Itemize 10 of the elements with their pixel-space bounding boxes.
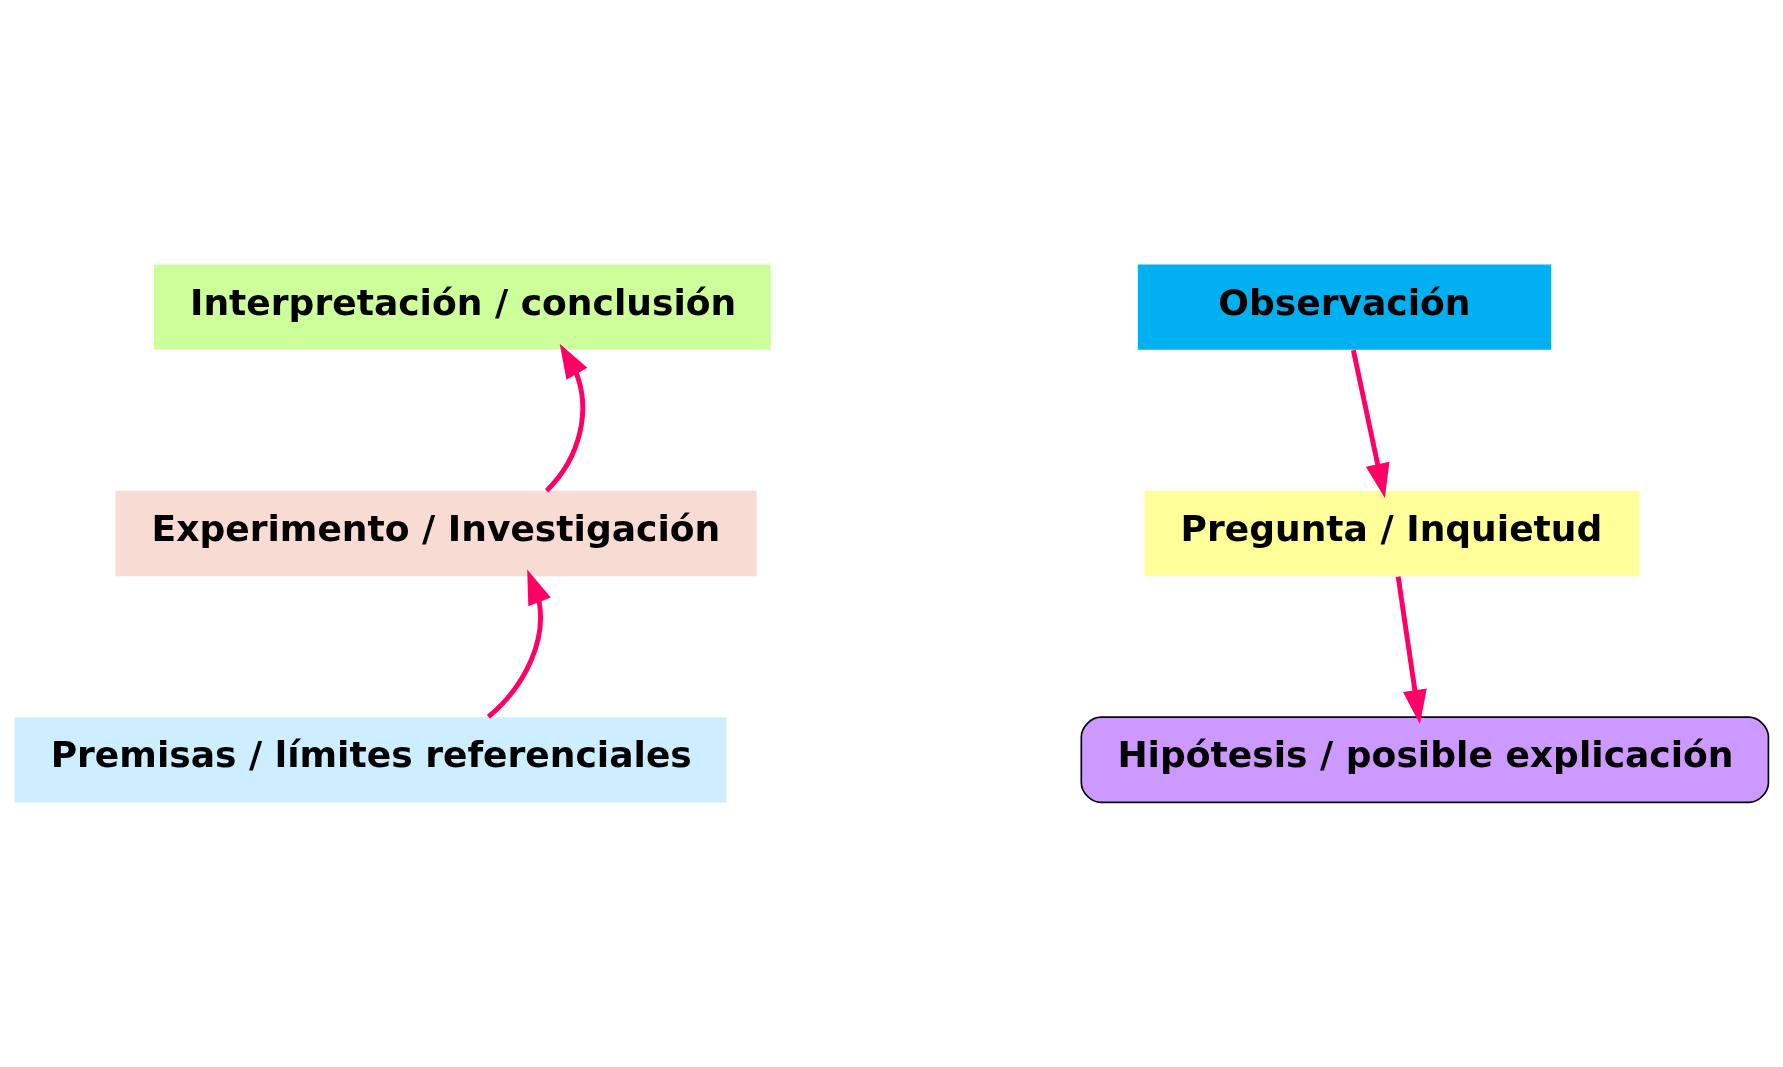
- node-box: Premisas / límites referenciales: [14, 717, 727, 803]
- arrow: [544, 343, 588, 493]
- node-box: Pregunta / Inquietud: [1144, 490, 1640, 577]
- node-box: Interpretación / conclusión: [153, 264, 771, 350]
- arrow: [1350, 349, 1390, 498]
- arrow: [1395, 576, 1427, 725]
- node-box: Observación: [1137, 264, 1552, 350]
- node-box: Experimento / Investigación: [115, 490, 757, 577]
- arrow: [486, 569, 551, 719]
- node-box: Hipótesis / posible explicación: [1080, 716, 1770, 804]
